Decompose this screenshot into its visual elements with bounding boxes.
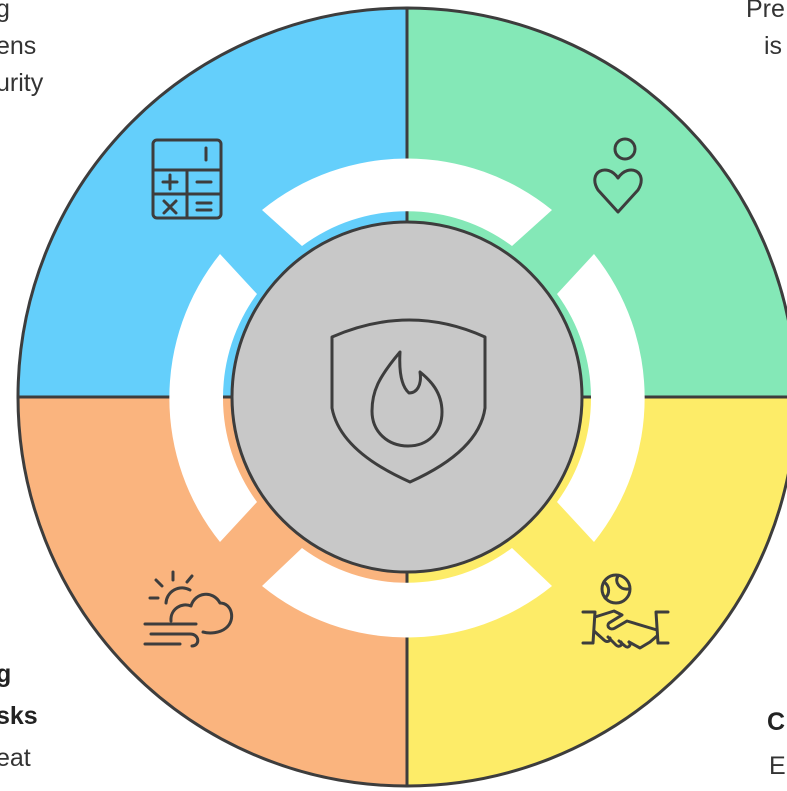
ring-gap-left — [169, 254, 257, 542]
label-top-left-line-2: ens — [0, 32, 37, 60]
label-bottom-left-line-1: g — [0, 660, 12, 688]
ring-gap-right — [557, 254, 645, 542]
center-circle — [230, 220, 584, 574]
label-bottom-left-line-2: sks — [0, 702, 38, 730]
label-bottom-right-line-2: E — [769, 752, 786, 780]
shield-flame-icon — [330, 318, 487, 484]
sun-cloud-wind-icon — [143, 570, 234, 648]
label-top-right-line-2: is — [764, 32, 783, 60]
label-top-right-line-1: Pre — [746, 0, 785, 23]
person-heart-icon — [593, 137, 643, 214]
ring-gap-bottom — [262, 548, 552, 638]
ring-gap-top — [262, 158, 552, 246]
handshake-globe-icon — [581, 573, 670, 650]
label-bottom-right-line-1: C — [767, 708, 786, 736]
label-top-left-line-3: urity — [0, 69, 44, 97]
label-bottom-left-line-3: eat — [0, 744, 31, 772]
calculator-icon — [151, 138, 223, 220]
label-top-left-line-1: g — [0, 0, 10, 23]
